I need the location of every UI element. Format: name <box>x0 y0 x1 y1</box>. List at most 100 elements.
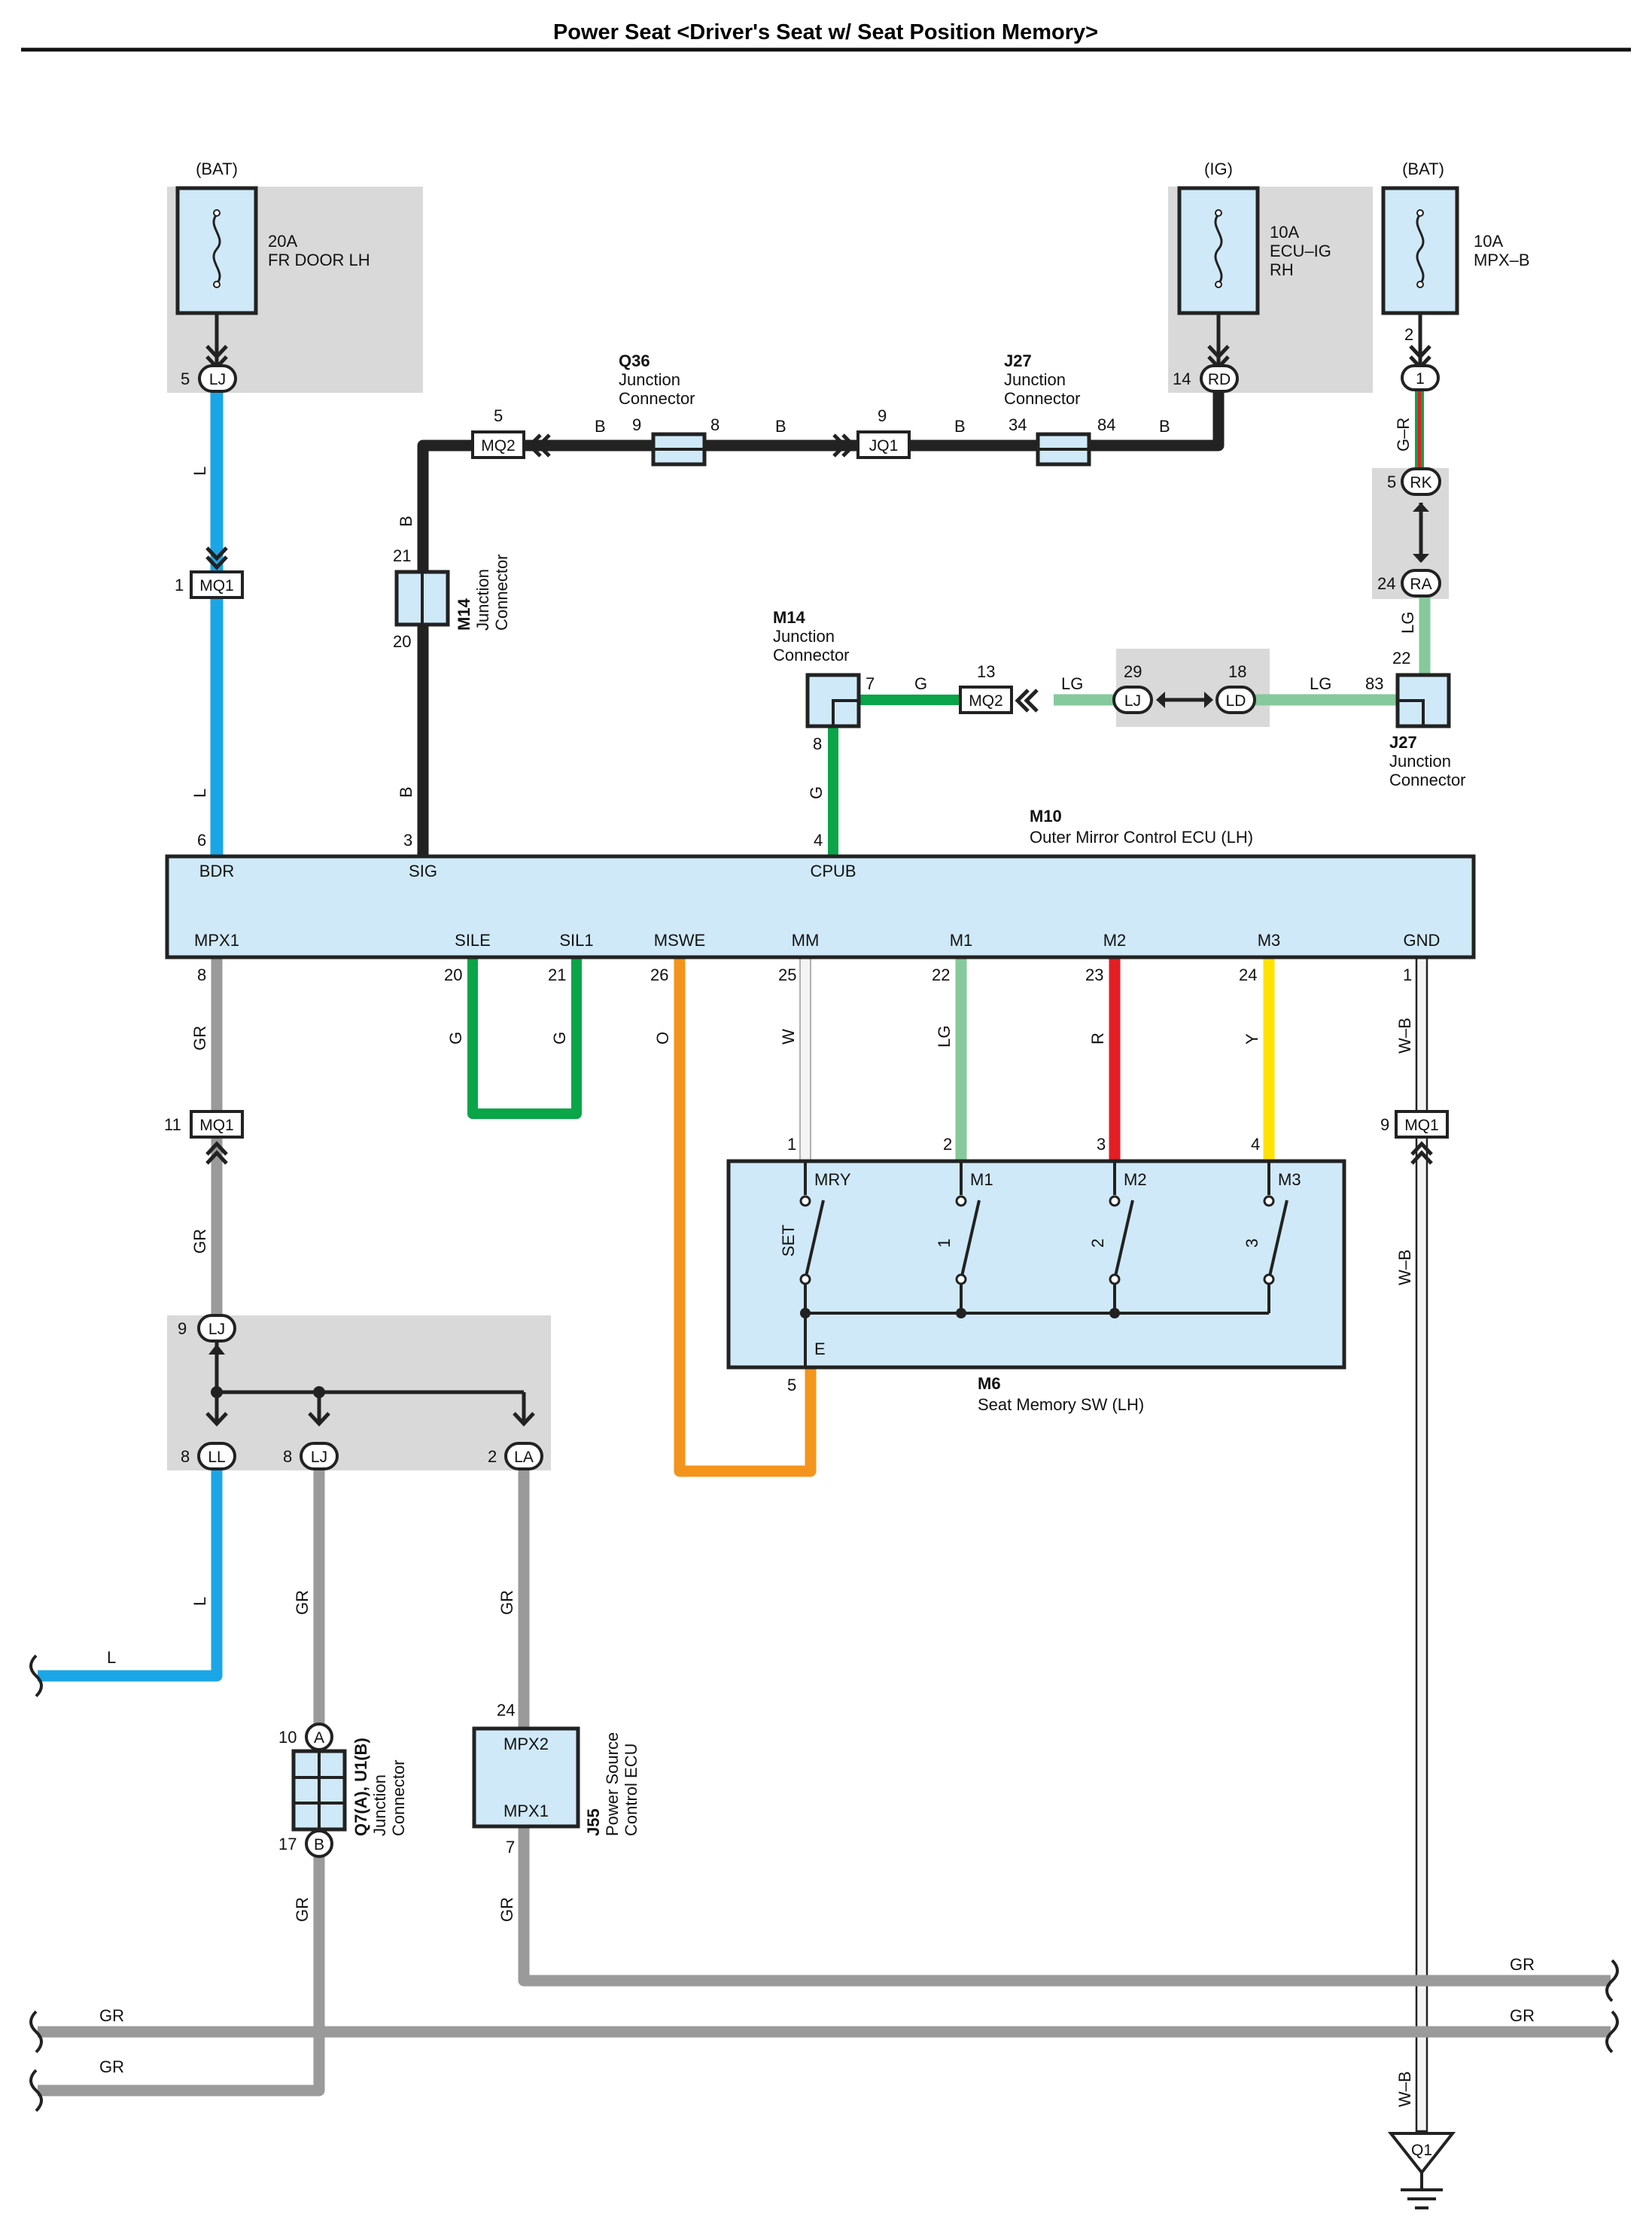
svg-text:G: G <box>914 674 927 693</box>
conn-lj-top: LJ <box>198 364 237 393</box>
svg-text:G–R: G–R <box>1394 418 1413 452</box>
svg-text:21: 21 <box>548 965 566 984</box>
svg-text:B: B <box>595 417 606 436</box>
svg-text:M3: M3 <box>1278 1170 1301 1189</box>
mq1-top-arrow <box>205 546 228 570</box>
svg-text:LJ: LJ <box>1124 692 1141 710</box>
conn-jq1: JQ1 <box>856 430 911 459</box>
q36-desc1: Junction <box>619 370 680 389</box>
svg-text:R: R <box>1088 1032 1107 1045</box>
conn-lj-lower: LJ <box>197 1314 236 1343</box>
svg-text:MM: MM <box>792 931 820 950</box>
wire-w-mm <box>799 956 811 1163</box>
page-title: Power Seat <Driver's Seat w/ Seat Positi… <box>553 20 1098 44</box>
svg-text:O: O <box>653 1032 672 1045</box>
mq1-right-arrow <box>1410 1141 1433 1165</box>
svg-text:Q7(A), U1(B): Q7(A), U1(B) <box>351 1738 370 1836</box>
svg-text:B: B <box>397 515 415 527</box>
svg-text:G: G <box>446 1032 465 1045</box>
svg-text:26: 26 <box>650 965 668 984</box>
q36-desc2: Connector <box>619 389 695 408</box>
svg-text:MQ1: MQ1 <box>199 1117 234 1134</box>
conn-ld-pin: 18 <box>1228 662 1246 681</box>
svg-text:W–B: W–B <box>1395 1017 1414 1054</box>
conn-mq1-left: MQ1 <box>190 1110 244 1139</box>
conn-rk: RK <box>1401 467 1441 496</box>
junction-m14-left <box>394 570 450 627</box>
conn-rd-pin: 14 <box>1173 369 1191 388</box>
q7-pin-b: 17 <box>278 1835 297 1853</box>
svg-text:22: 22 <box>932 965 950 984</box>
j27-right-id: J27 <box>1389 733 1417 752</box>
fuse-mpx-b <box>1381 186 1459 370</box>
junction-j27-right <box>1395 673 1451 728</box>
svg-text:20: 20 <box>444 965 462 984</box>
fuse-mpx-b-amp: 10A <box>1474 232 1503 251</box>
j27-top-desc1: Junction <box>1004 370 1066 389</box>
svg-text:GR: GR <box>497 1897 516 1922</box>
jq1-arrow <box>832 433 856 458</box>
fuse-ecu-ig-rh <box>1177 186 1260 370</box>
svg-text:RD: RD <box>1208 371 1231 388</box>
svg-text:Power Source: Power Source <box>603 1732 622 1836</box>
wire-gr-j55 <box>518 1825 1611 1987</box>
conn-mq1-left-pin: 11 <box>164 1115 181 1134</box>
svg-text:GR: GR <box>1510 2006 1535 2025</box>
fuse-mpx-b-source: (BAT) <box>1402 160 1444 178</box>
conn-lj-lower2-pin: 8 <box>283 1447 292 1466</box>
svg-text:3: 3 <box>403 831 412 850</box>
svg-text:2: 2 <box>1088 1239 1107 1248</box>
fuse-fr-door-lh <box>175 186 258 370</box>
m14-left-pin-t: 21 <box>393 546 411 565</box>
m10-top-terminals: BDR SIG CPUB 6 3 4 <box>197 831 856 880</box>
ll-arrow <box>205 1412 228 1427</box>
conn-rd: RD <box>1200 364 1239 393</box>
svg-text:LJ: LJ <box>209 371 226 388</box>
fuse-ecu-ig-amp: 10A <box>1270 223 1299 242</box>
fuse-mpx-b-name: MPX–B <box>1474 251 1530 269</box>
svg-text:MPX1: MPX1 <box>504 1802 549 1820</box>
fuse-fr-door-name: FR DOOR LH <box>268 251 370 269</box>
j55-power-source-ecu: MPX2 MPX1 <box>472 1726 580 1829</box>
m14-left-pin-b: 20 <box>393 632 411 651</box>
wire-b-sig <box>417 390 1225 858</box>
svg-text:M2: M2 <box>1103 931 1127 950</box>
svg-text:LJ: LJ <box>311 1449 327 1466</box>
m14-mid-desc2: Connector <box>773 646 850 664</box>
lj-junction-up-arrow <box>208 1344 225 1355</box>
svg-text:M3: M3 <box>1258 931 1281 950</box>
j27-right-pin-t: 22 <box>1392 649 1410 667</box>
svg-text:RA: RA <box>1410 576 1431 593</box>
svg-text:M1: M1 <box>950 931 973 950</box>
svg-text:W–B: W–B <box>1395 1249 1414 1285</box>
svg-text:LG: LG <box>1310 674 1331 693</box>
svg-text:LJ: LJ <box>208 1321 225 1338</box>
svg-text:JQ1: JQ1 <box>869 437 899 455</box>
svg-text:B: B <box>314 1836 324 1853</box>
svg-text:1: 1 <box>787 1135 796 1154</box>
junction-dot-1 <box>211 1386 223 1398</box>
j27-right-pin-l: 83 <box>1365 674 1383 693</box>
svg-text:4: 4 <box>814 831 823 850</box>
ground-q1: Q1 <box>1387 2132 1456 2209</box>
m14-left-label: M14 Junction Connector <box>455 554 511 631</box>
m14-mid-pin-b: 8 <box>813 734 822 753</box>
svg-text:SET: SET <box>779 1224 798 1257</box>
svg-text:MRY: MRY <box>814 1170 851 1189</box>
svg-text:Junction: Junction <box>473 569 492 631</box>
conn-mq2-mid: MQ2 <box>959 686 1013 714</box>
break-gr-bus-left <box>29 2010 43 2054</box>
svg-text:GND: GND <box>1404 931 1441 950</box>
svg-text:L: L <box>190 1597 209 1606</box>
svg-text:GR: GR <box>99 2006 124 2025</box>
svg-text:B: B <box>1159 417 1170 436</box>
conn-mq2-top: MQ2 <box>471 430 525 459</box>
fuse-fr-door-source: (BAT) <box>196 160 238 178</box>
mq2-mid-arrow <box>1015 689 1039 713</box>
svg-text:3: 3 <box>1243 1239 1261 1248</box>
j55-pin-b: 7 <box>506 1838 515 1856</box>
conn-jq1-pin: 9 <box>878 406 887 425</box>
q36-pin-r: 8 <box>710 415 720 434</box>
svg-text:23: 23 <box>1085 965 1103 984</box>
break-gr-bus-right <box>1605 2010 1619 2054</box>
